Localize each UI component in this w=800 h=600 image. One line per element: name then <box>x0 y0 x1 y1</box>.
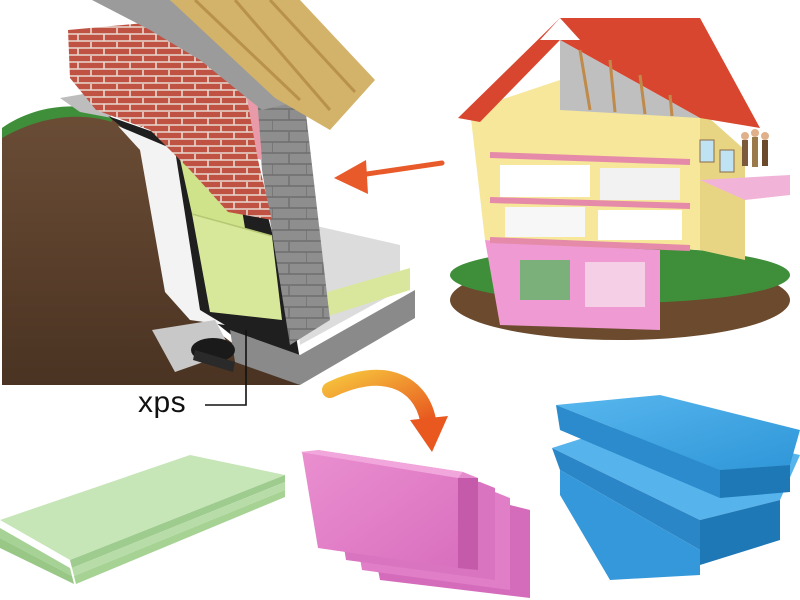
xps-label: xps <box>138 386 187 419</box>
xps-panel-lower <box>192 214 282 320</box>
roof-trusses <box>560 40 700 118</box>
drainage-board <box>118 126 225 325</box>
concrete-footing <box>230 290 415 385</box>
green-xps-sheets <box>0 455 285 584</box>
grass-strip <box>2 106 112 138</box>
blue-xps-boards <box>552 395 800 580</box>
house-cutaway <box>450 18 790 340</box>
timber-floor <box>170 0 375 130</box>
pink-xps-boards <box>300 450 530 598</box>
house-roof <box>458 18 760 128</box>
curved-arrow-icon <box>322 369 448 452</box>
top-block-wall <box>92 0 305 110</box>
arrow-left-icon <box>334 160 445 194</box>
terrace <box>700 175 790 200</box>
foundation-cross-section <box>2 0 415 386</box>
soil-bank <box>2 112 300 386</box>
house-floors <box>489 152 691 251</box>
people-figures <box>741 129 769 167</box>
block-wall <box>255 80 330 345</box>
xps-callout-line <box>205 330 247 406</box>
